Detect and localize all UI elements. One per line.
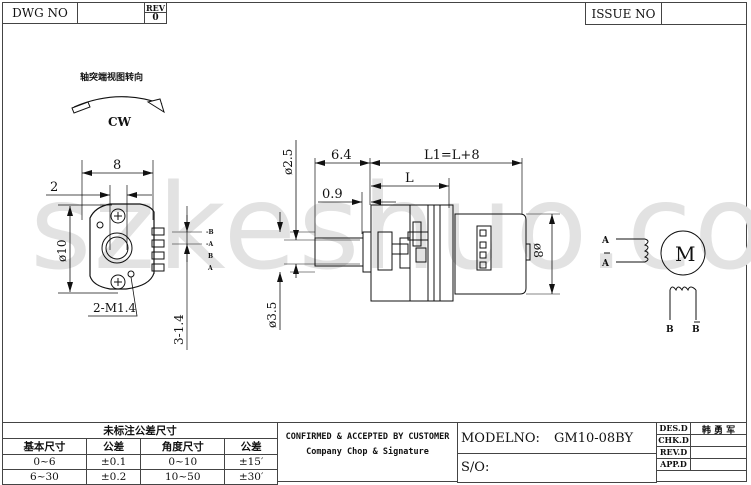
- customer-confirm-text: CONFIRMED & ACCEPTED BY CUSTOMER: [285, 432, 450, 442]
- coil-a-top: A: [601, 236, 610, 246]
- technical-drawing: 轴突端视图转向 CW 8 2 ø10 2-M1.4 3-1.4 -B -A B …: [46, 71, 706, 350]
- dim-offset: 2: [50, 180, 58, 195]
- table-row: 6~30 ±0.2 10~50 ±30′: [2, 469, 278, 485]
- pin-label-b: B: [208, 253, 213, 260]
- dim-shaft-len: 6.4: [331, 148, 352, 163]
- coil-a-bottom: A: [601, 259, 610, 269]
- customer-block: CONFIRMED & ACCEPTED BY CUSTOMER Company…: [277, 422, 458, 482]
- pin-label-a: A: [207, 265, 213, 272]
- screw-label: 2-M1.4: [93, 301, 136, 315]
- rotation-title: 轴突端视图转向: [80, 71, 143, 83]
- tolerance-table: 未标注公差尺寸 基本尺寸 公差 角度尺寸 公差 0~6 ±0.1 0~10 ±1…: [2, 422, 278, 485]
- pin-pitch-label: 3-1.4: [172, 314, 186, 345]
- app-label: APP.D: [656, 458, 691, 471]
- coil-b-left: B: [666, 325, 674, 335]
- end-view: [46, 96, 202, 350]
- dim-total-len: L1=L+8: [424, 148, 480, 163]
- model-row: MODELNO: GM10-08BY: [457, 422, 657, 454]
- dim-shaft-dia: ø2.5: [281, 149, 295, 175]
- pin-label-na: -A: [206, 241, 213, 248]
- motor-label: M: [675, 242, 695, 266]
- dim-boss-dia: ø3.5: [265, 302, 279, 328]
- tolerance-title: 未标注公差尺寸: [2, 422, 278, 439]
- so-label: S/O:: [461, 460, 490, 475]
- col-basic-size: 基本尺寸: [2, 438, 87, 455]
- pin-label-nb: -B: [206, 229, 214, 236]
- app-value[interactable]: [690, 458, 747, 471]
- dim-flange: 0.9: [322, 187, 343, 202]
- dim-body-len: L: [405, 171, 414, 186]
- so-row: S/O:: [457, 453, 657, 483]
- col-angle-tolerance: 公差: [224, 438, 278, 455]
- table-row: 0~6 ±0.1 0~10 ±15′: [2, 454, 278, 470]
- dim-diameter: ø10: [55, 240, 69, 263]
- dim-width: 8: [113, 158, 121, 173]
- model-label: MODELNO:: [461, 431, 540, 446]
- customer-signature-text: Company Chop & Signature: [306, 447, 429, 457]
- issue-no-value[interactable]: [661, 2, 747, 25]
- side-view: [277, 140, 560, 330]
- dim-motor-dia: ø8: [531, 243, 545, 258]
- motor-schematic: [604, 230, 706, 323]
- coil-b-right: B: [692, 325, 700, 335]
- rotation-direction: CW: [108, 115, 132, 129]
- col-tolerance: 公差: [85, 438, 142, 455]
- rev-value: 0: [144, 12, 167, 24]
- model-value: GM10-08BY: [554, 431, 634, 446]
- col-angle-size: 角度尺寸: [140, 438, 226, 455]
